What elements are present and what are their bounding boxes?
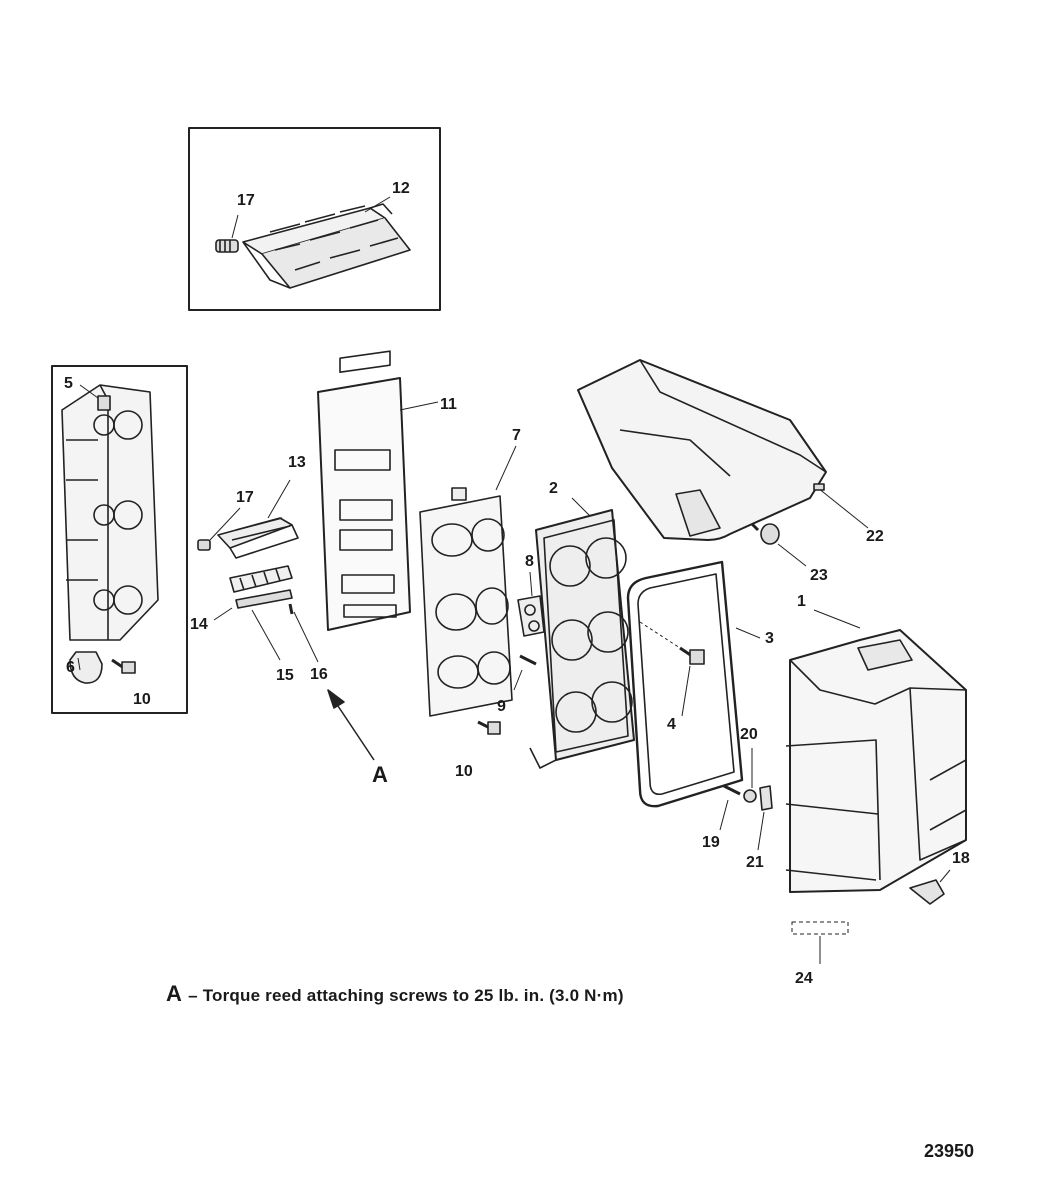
callout-21: 21 bbox=[746, 854, 764, 871]
callout-22: 22 bbox=[866, 528, 884, 545]
torque-note: A– Torque reed attaching screws to 25 lb… bbox=[166, 983, 624, 1005]
callout-5: 5 bbox=[64, 375, 73, 392]
callout-14: 14 bbox=[190, 616, 208, 633]
washer-part-20 bbox=[743, 748, 757, 803]
callout-20: 20 bbox=[740, 726, 758, 743]
callout-23: 23 bbox=[810, 567, 828, 584]
cover-part-22 bbox=[577, 359, 869, 541]
adapter-plate-part-5 bbox=[61, 384, 159, 641]
callout-18: 18 bbox=[952, 850, 970, 867]
torque-note-separator: – bbox=[188, 986, 198, 1005]
callout-19: 19 bbox=[702, 834, 720, 851]
callout-4: 4 bbox=[667, 716, 676, 733]
figure-number: 23950 bbox=[924, 1141, 975, 1161]
screw-part-10-middle bbox=[477, 720, 501, 735]
detail-arrow-label: A bbox=[372, 762, 388, 787]
adapter-part-7 bbox=[419, 445, 517, 717]
airbox-base-part-2 bbox=[529, 497, 635, 769]
callout-24: 24 bbox=[795, 970, 813, 987]
reed-petals-part-14 bbox=[229, 565, 293, 593]
decal-part-24 bbox=[791, 921, 849, 964]
spacer-part-8 bbox=[517, 571, 545, 637]
grommet-part-23 bbox=[750, 522, 807, 567]
callout-10-middle: 10 bbox=[455, 763, 473, 780]
callout-11: 11 bbox=[440, 396, 457, 413]
reed-block-part-12 bbox=[242, 203, 411, 289]
clip-part-21 bbox=[757, 785, 773, 851]
callout-10-left: 10 bbox=[133, 691, 151, 708]
inset-box-left bbox=[51, 365, 188, 714]
screw-part-10-left bbox=[111, 658, 136, 674]
callout-12: 12 bbox=[392, 180, 410, 197]
callout-3: 3 bbox=[765, 630, 774, 647]
callout-7: 7 bbox=[512, 427, 521, 444]
screw-part-4 bbox=[639, 621, 705, 717]
screw-part-16 bbox=[288, 603, 319, 663]
screw-part-17-inset bbox=[215, 239, 239, 253]
inset-box-top bbox=[188, 127, 441, 311]
screw-part-9 bbox=[513, 654, 537, 691]
torque-note-letter: A bbox=[166, 981, 183, 1006]
callout-9: 9 bbox=[497, 698, 506, 715]
callout-2: 2 bbox=[549, 480, 558, 497]
detail-arrow-a bbox=[327, 689, 375, 761]
reed-block-part-13 bbox=[217, 479, 299, 559]
callout-16: 16 bbox=[310, 666, 328, 683]
callout-15: 15 bbox=[276, 667, 294, 684]
callout-13: 13 bbox=[288, 454, 306, 471]
callout-17-inset: 17 bbox=[237, 192, 255, 209]
callout-6: 6 bbox=[66, 659, 75, 676]
torque-note-text: Torque reed attaching screws to 25 lb. i… bbox=[202, 986, 624, 1005]
seal-part-3 bbox=[626, 560, 761, 808]
callout-1: 1 bbox=[797, 593, 806, 610]
fastener-part-18 bbox=[909, 869, 951, 905]
reed-stop-part-15 bbox=[235, 589, 293, 661]
screw-part-19 bbox=[719, 784, 741, 831]
screw-part-17 bbox=[197, 507, 241, 551]
silencer-part-1 bbox=[785, 609, 967, 893]
callout-17: 17 bbox=[236, 489, 254, 506]
callout-8: 8 bbox=[525, 553, 534, 570]
gasket-part-11 bbox=[317, 350, 439, 631]
